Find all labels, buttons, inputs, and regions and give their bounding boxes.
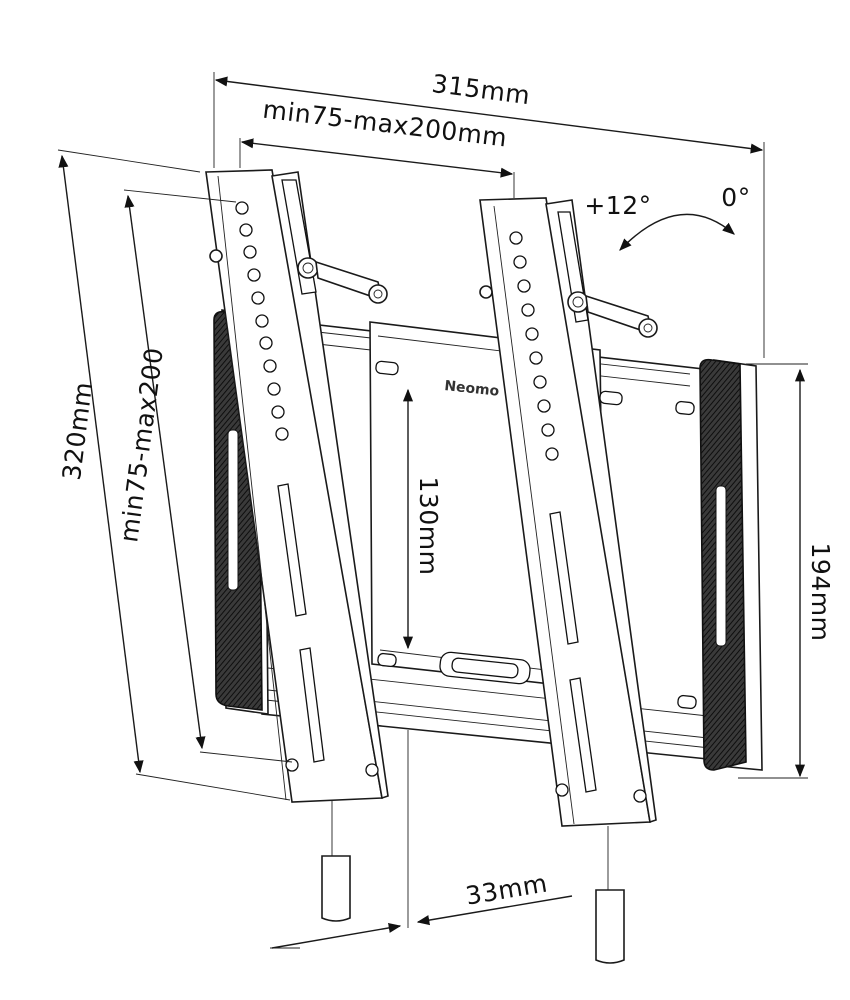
right-bracket (479, 197, 658, 964)
dim-pad-height: 194mm (794, 368, 835, 778)
pad-height-label: 194mm (806, 543, 835, 642)
plate-height-label: 130mm (414, 477, 443, 576)
tilt-max-label: +12° (584, 191, 651, 220)
left-bracket-holes (235, 201, 379, 777)
right-safety-cap (595, 889, 625, 964)
dim-plate-height: 130mm (402, 388, 443, 650)
dim-depth: 33mm (271, 869, 573, 949)
left-safety-cap (321, 855, 351, 922)
overall-width-label: 315mm (430, 69, 532, 110)
right-bracket-holes (509, 231, 647, 803)
right-pad (699, 358, 763, 771)
vesa-width-label: min75-max200mm (261, 95, 509, 153)
right-knob (567, 291, 589, 313)
left-knob (297, 257, 319, 279)
overall-height-label: 320mm (57, 380, 98, 482)
dim-vesa-height: min75-max200 (114, 194, 206, 750)
dim-vesa-width: min75-max200mm (240, 95, 514, 178)
tilt-min-label: 0° (721, 183, 750, 212)
brand-label: Neomo (444, 378, 501, 400)
dim-tilt: +12° 0° (584, 183, 750, 251)
depth-label: 33mm (464, 869, 550, 911)
